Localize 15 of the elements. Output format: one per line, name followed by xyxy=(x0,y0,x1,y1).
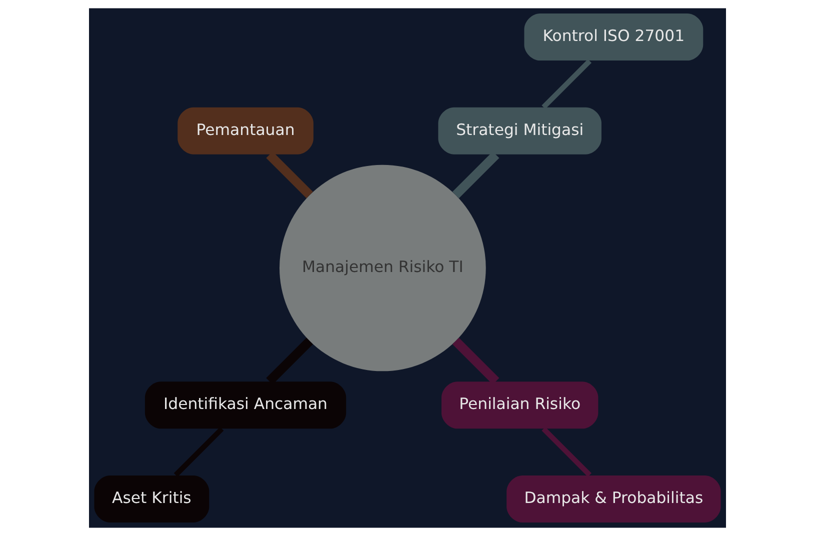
connector xyxy=(174,426,224,477)
connector xyxy=(452,151,500,198)
node-box: Identifikasi Ancaman xyxy=(144,382,346,429)
node-box: Penilaian Risiko xyxy=(441,382,598,429)
node-box: Strategi Mitigasi xyxy=(438,107,602,154)
connector xyxy=(542,426,592,477)
connector xyxy=(542,59,592,110)
node-box: Dampak & Probabilitas xyxy=(506,475,721,522)
connector xyxy=(266,151,313,198)
node-box: Pemantauan xyxy=(178,107,314,154)
connector xyxy=(266,338,313,385)
node-circle: Manajemen Risiko TI xyxy=(280,164,486,372)
node-box: Kontrol ISO 27001 xyxy=(524,14,704,61)
node-box: Aset Kritis xyxy=(94,475,210,522)
connector xyxy=(452,338,500,385)
